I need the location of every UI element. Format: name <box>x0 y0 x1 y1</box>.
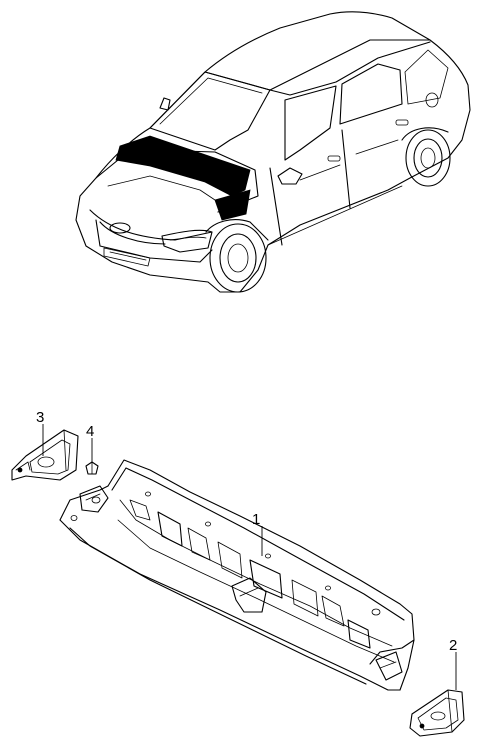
callout-label-1: 1 <box>252 511 260 528</box>
callout-4: 4 <box>86 423 94 462</box>
callout-2: 2 <box>449 637 457 690</box>
callout-label-4: 4 <box>86 423 94 440</box>
part-4-clip <box>85 461 99 475</box>
callout-3: 3 <box>36 409 44 456</box>
callout-label-3: 3 <box>36 409 44 426</box>
part-3-bracket <box>11 429 79 481</box>
callout-label-2: 2 <box>449 637 457 654</box>
callout-1: 1 <box>252 511 263 556</box>
car-illustration <box>75 11 471 293</box>
part-1-cowl-panel <box>59 459 415 691</box>
part-2-bracket <box>409 689 465 737</box>
